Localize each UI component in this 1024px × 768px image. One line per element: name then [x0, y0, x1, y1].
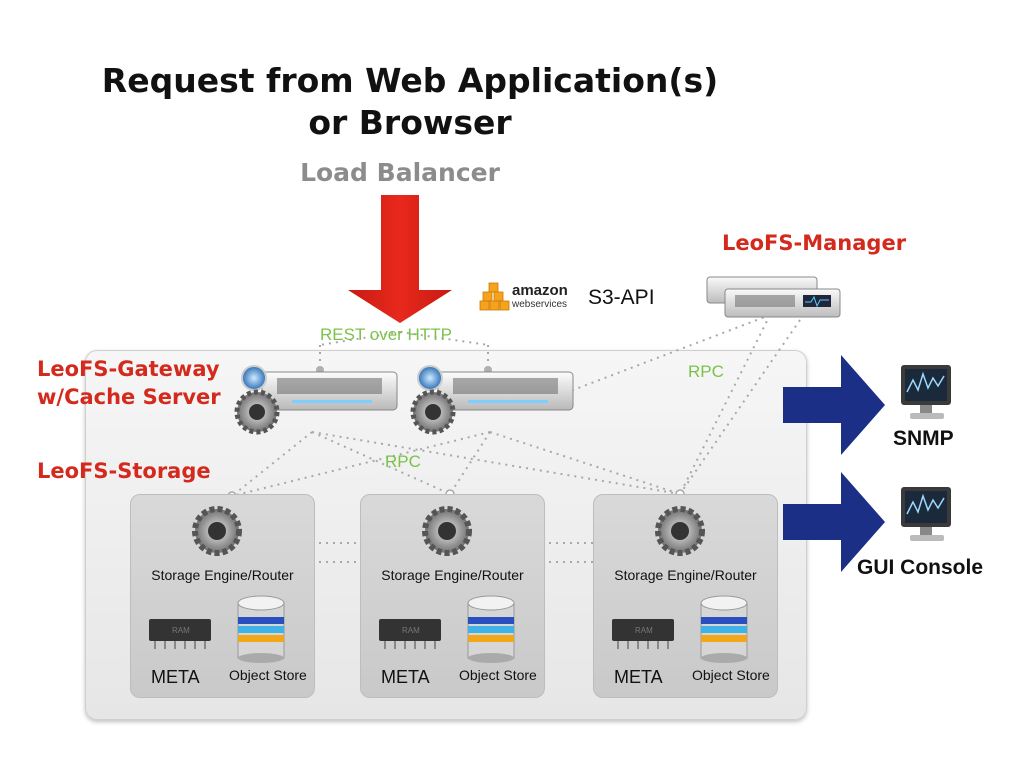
database-icon — [237, 595, 285, 663]
gear-icon — [422, 506, 472, 556]
gear-icon — [234, 389, 280, 435]
gui-arrow — [783, 472, 885, 572]
storage-node-2: Storage Engine/Router RAM META Object St… — [360, 494, 545, 698]
object-store-label: Object Store — [692, 667, 770, 683]
meta-label: META — [151, 667, 200, 687]
load-balancer-label: Load Balancer — [300, 158, 500, 187]
gateway-server-1 — [234, 365, 398, 435]
title-line-1: Request from Web Application(s) — [101, 61, 719, 100]
storage-engine-label: Storage Engine/Router — [614, 567, 757, 583]
ram-chip-icon: RAM — [149, 619, 211, 649]
aws-logo: amazon webservices — [479, 280, 580, 316]
storage-engine-label: Storage Engine/Router — [381, 567, 524, 583]
database-icon — [700, 595, 748, 663]
meta-label: META — [381, 667, 430, 687]
gateway-label-line-2: w/Cache Server — [37, 385, 221, 409]
leofs-storage-label: LeoFS-Storage — [37, 459, 211, 483]
storage-node-3: Storage Engine/Router RAM META Object St… — [593, 494, 778, 698]
ram-chip-icon: RAM — [379, 619, 441, 649]
ram-text: RAM — [635, 626, 653, 635]
object-store-label: Object Store — [459, 667, 537, 683]
aws-logo-main: amazon — [512, 282, 568, 299]
rpc-label-storage: RPC — [385, 452, 421, 471]
object-store-label: Object Store — [229, 667, 307, 683]
ram-text: RAM — [402, 626, 420, 635]
rpc-label-manager: RPC — [688, 362, 724, 381]
ram-chip-icon: RAM — [612, 619, 674, 649]
request-arrow — [348, 195, 452, 323]
s3-api-label: S3-API — [588, 286, 655, 309]
gateway-label-line-1: LeoFS-Gateway — [37, 357, 220, 381]
snmp-arrow — [783, 355, 885, 455]
rest-over-http-label: REST over HTTP — [320, 325, 452, 344]
gear-icon — [410, 389, 456, 435]
title-line-2: or Browser — [308, 103, 512, 142]
storage-node-1: Storage Engine/Router RAM META Object St… — [130, 494, 315, 698]
manager-server-icon — [706, 276, 841, 318]
monitor-icon — [901, 365, 951, 419]
storage-engine-label: Storage Engine/Router — [151, 567, 294, 583]
snmp-label: SNMP — [893, 427, 954, 450]
aws-boxes-icon — [479, 282, 510, 311]
gear-icon — [192, 506, 242, 556]
ram-text: RAM — [172, 626, 190, 635]
gateway-server-2 — [410, 365, 574, 435]
leofs-manager-label: LeoFS-Manager — [722, 231, 907, 255]
meta-label: META — [614, 667, 663, 687]
aws-logo-sub: webservices — [512, 299, 568, 310]
monitor-icon — [901, 487, 951, 541]
gear-icon — [655, 506, 705, 556]
database-icon — [467, 595, 515, 663]
gui-console-label: GUI Console — [857, 556, 984, 579]
